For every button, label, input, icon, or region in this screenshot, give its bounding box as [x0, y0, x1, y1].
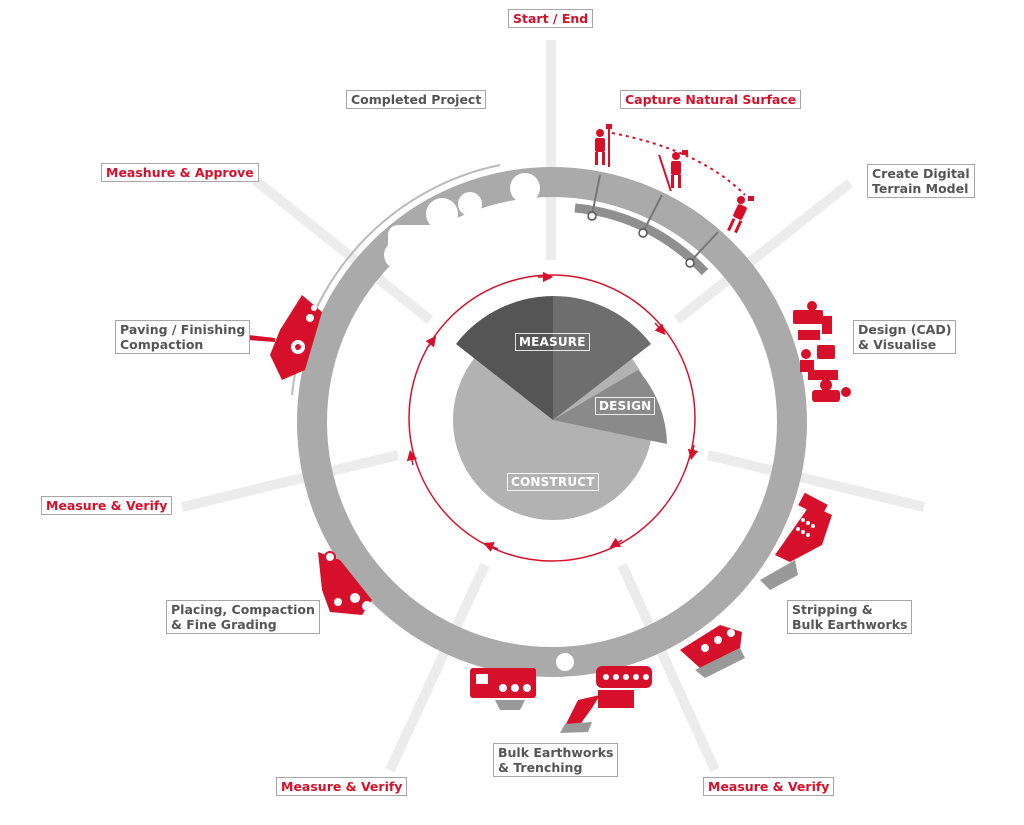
spoke-bottom-right [617, 562, 720, 773]
surveyor-icon [727, 196, 754, 234]
measure-segment-dark [456, 296, 553, 420]
design-segment [553, 370, 667, 444]
label-start-end: Start / End [508, 9, 594, 28]
construct-label: CONSTRUCT [507, 473, 599, 491]
label-completed-project: Completed Project [346, 90, 487, 109]
label-measure-approve: Meashure & Approve [101, 163, 259, 182]
surveyor-icon [595, 124, 612, 167]
center-pie [453, 295, 667, 520]
spoke-bottom-left [385, 562, 490, 773]
survey-link-dots [611, 132, 746, 196]
measure-label: MEASURE [515, 333, 590, 351]
label-measure-verify-bottom-left: Measure & Verify [276, 777, 408, 796]
spoke-top-right [673, 179, 854, 324]
label-design-cad: Design (CAD) & Visualise [853, 320, 957, 354]
grader-icon [318, 551, 372, 615]
measure-segment-light [553, 295, 651, 420]
label-bulk-trenching: Bulk Earthworks & Trenching [493, 743, 619, 777]
label-stripping: Stripping & Bulk Earthworks [787, 600, 913, 634]
spoke-left [180, 450, 400, 512]
paver-icon [246, 295, 322, 380]
ground-bumps [556, 653, 574, 671]
label-create-dtm: Create Digital Terrain Model [867, 164, 975, 198]
label-paving-finishing: Paving / Finishing Compaction [115, 320, 251, 354]
spokes [180, 40, 926, 773]
spoke-top-left [251, 176, 434, 324]
label-measure-verify-bottom-right: Measure & Verify [703, 777, 835, 796]
dozer-icon [760, 492, 832, 590]
design-team-icon [793, 301, 851, 402]
design-label: DESIGN [595, 397, 656, 415]
excavator-icon [680, 625, 745, 678]
label-measure-verify-left: Measure & Verify [41, 496, 173, 515]
surveyor-icon [658, 150, 688, 192]
survey-track [574, 174, 719, 276]
completed-project-landscape [384, 173, 540, 269]
cycle-arrows [406, 271, 699, 552]
label-placing-compaction: Placing, Compaction & Fine Grading [166, 600, 320, 634]
excavator-icon [560, 666, 652, 733]
spoke-right [706, 450, 926, 512]
outer-ring [297, 167, 807, 677]
label-capture-natural-surface: Capture Natural Surface [620, 90, 802, 109]
grader-icon [470, 668, 536, 710]
